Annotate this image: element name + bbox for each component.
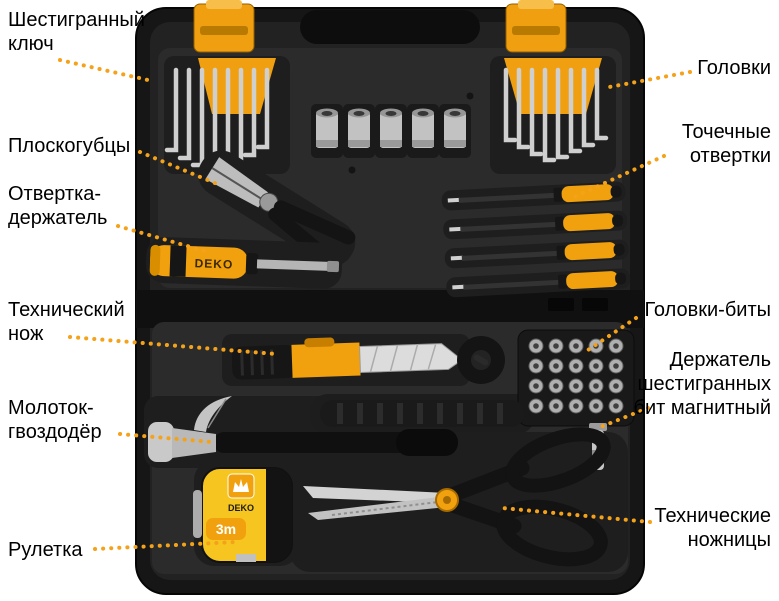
tape-measure: DEKO 3m [193, 467, 293, 563]
leader-tape-measure [93, 540, 238, 551]
screwdriver-brand-text: DEKO [194, 256, 233, 271]
precision-screwdriver [444, 239, 629, 269]
label-line: шестигранных [637, 373, 771, 395]
socket [311, 104, 343, 158]
label-tape-measure: Рулетка [8, 538, 83, 562]
leader-utility-knife [68, 335, 278, 356]
tape-length-text: 3m [216, 521, 236, 537]
bit-set [517, 329, 635, 427]
sockets-row [311, 104, 471, 158]
label-line: гвоздодёр [8, 421, 102, 443]
precision-screwdriver [443, 210, 628, 240]
label-line: бит магнитный [633, 397, 771, 419]
label-line: Точечные [681, 121, 771, 143]
leader-socket-bits [586, 316, 638, 352]
label-line: отвертки [689, 145, 771, 167]
leader-sockets [602, 70, 692, 90]
leader-hex-key [58, 58, 150, 82]
leader-pliers [138, 150, 224, 188]
leader-claw-hammer [118, 432, 214, 444]
leader-precision-screwdrivers [570, 154, 666, 200]
precision-screwdriver [446, 268, 631, 298]
label-hex-key: Шестигранный ключ [8, 8, 145, 56]
label-line: Рулетка [8, 539, 83, 561]
precision-screwdrivers [441, 181, 631, 298]
case-handle [300, 10, 480, 44]
leader-technical-scissors [500, 506, 652, 524]
label-utility-knife: Технический нож [8, 298, 125, 346]
driver-handle [320, 400, 524, 427]
leader-magnetic-bit-holder [596, 406, 650, 430]
label-line: нож [8, 323, 44, 345]
label-line: Отвертка- [8, 183, 102, 205]
claw-hammer [148, 396, 458, 462]
label-socket-bits: Головки-биты [644, 298, 771, 322]
label-technical-scissors: Технические ножницы [654, 504, 771, 552]
technical-scissors [303, 427, 611, 567]
socket [343, 104, 375, 158]
label-line: Молоток- [8, 397, 94, 419]
socket [439, 104, 471, 158]
leader-screwdriver-holder [116, 224, 210, 254]
screwdriver-holder: DEKO [145, 237, 343, 289]
label-line: держатель [8, 207, 108, 229]
label-line: Шестигранный [8, 9, 145, 31]
latch-right [505, 0, 567, 53]
tray-knob [457, 336, 505, 384]
label-line: ключ [8, 33, 54, 55]
label-line: Технический [8, 299, 125, 321]
socket [375, 104, 407, 158]
utility-knife [231, 337, 463, 380]
label-line: Головки [697, 57, 771, 79]
label-sockets: Головки [697, 56, 771, 80]
label-pliers: Плоскогубцы [8, 134, 130, 158]
socket [407, 104, 439, 158]
label-claw-hammer: Молоток- гвоздодёр [8, 396, 102, 444]
label-line: Держатель [669, 349, 771, 371]
label-magnetic-bit-holder: Держатель шестигранных бит магнитный [634, 348, 771, 420]
label-precision-screwdrivers: Точечные отвертки [682, 120, 771, 168]
latch-left [193, 0, 255, 53]
leader-lines [58, 58, 692, 551]
label-line: ножницы [687, 529, 771, 551]
label-line: Технические [654, 505, 771, 527]
label-line: Плоскогубцы [8, 135, 131, 157]
key-set-right [490, 56, 616, 174]
tape-brand-text: DEKO [228, 503, 254, 513]
deko-crown-logo [233, 479, 249, 492]
label-screwdriver-holder: Отвертка- держатель [8, 182, 107, 230]
label-line: Головки-биты [644, 299, 771, 321]
